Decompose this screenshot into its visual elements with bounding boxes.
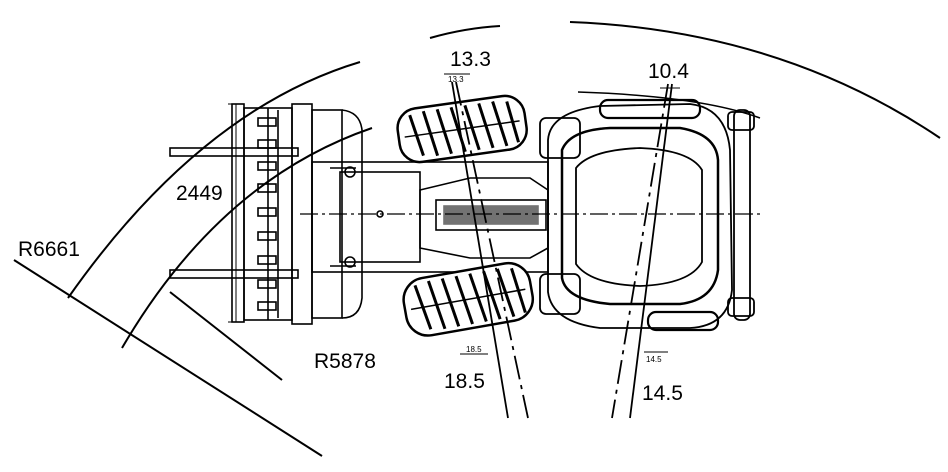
front-wheel-bottom — [402, 261, 535, 337]
rear-top-angle-label: 10.4 — [648, 60, 689, 83]
rear-axis-right — [629, 83, 673, 419]
rear-bottom-angle-label: 14.5 — [642, 382, 683, 405]
front-bottom-angle-label: 18.5 — [444, 370, 485, 393]
radius-leaders — [13, 259, 323, 457]
top-arc-right — [569, 21, 941, 139]
bucket-teeth — [257, 117, 277, 311]
rear-axis-left — [611, 83, 669, 419]
top-arc-left — [429, 25, 501, 39]
outer-radius-label: R6661 — [18, 238, 80, 261]
front-axis-right — [455, 81, 529, 419]
bucket-width-label: 2449 — [176, 182, 223, 205]
outer-turning-arc — [67, 61, 361, 299]
angle-brackets — [444, 73, 680, 355]
r6661-leader — [13, 259, 323, 457]
front-top-angle-label: 13.3 — [450, 48, 491, 71]
small-front-bottom-label: 18.5 — [466, 345, 482, 354]
mid-turning-arc — [121, 127, 373, 349]
r5878-leader — [169, 291, 283, 381]
front-frame — [311, 161, 549, 273]
rear-body — [539, 98, 755, 332]
inner-radius-label: R5878 — [314, 350, 376, 373]
small-rear-bottom-label: 14.5 — [646, 355, 662, 364]
small-front-top-label: 13.3 — [448, 75, 464, 84]
steering-axes — [451, 81, 673, 419]
front-wheel-top — [396, 94, 528, 164]
front-axis-left — [451, 81, 509, 419]
